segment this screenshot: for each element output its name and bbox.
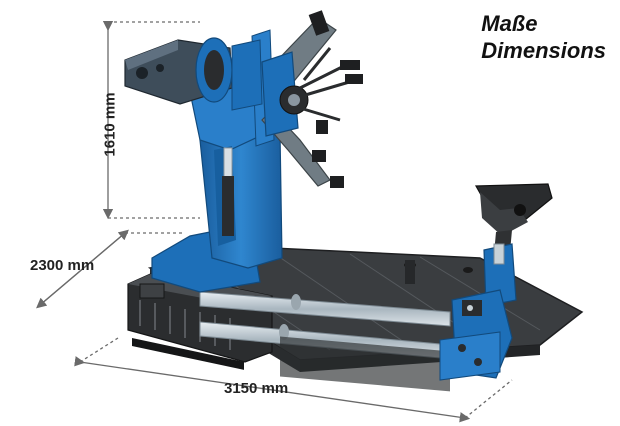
diagram-title: Maße Dimensions [481,10,606,64]
height-dimension-line [102,20,200,220]
bead-pusher [439,183,553,381]
depth-dimension-label: 2300 mm [30,257,95,274]
width-dimension-line [74,337,513,423]
guide-rods [199,291,451,392]
title-english: Dimensions [481,38,606,63]
height-dimension-label: 1610 mm [101,92,119,157]
depth-dimension-line [36,229,185,309]
upper-arm [124,37,263,111]
width-dimension-label: 3150 mm [224,380,289,397]
title-german: Maße [481,11,538,36]
wheel-clamp [261,10,363,188]
